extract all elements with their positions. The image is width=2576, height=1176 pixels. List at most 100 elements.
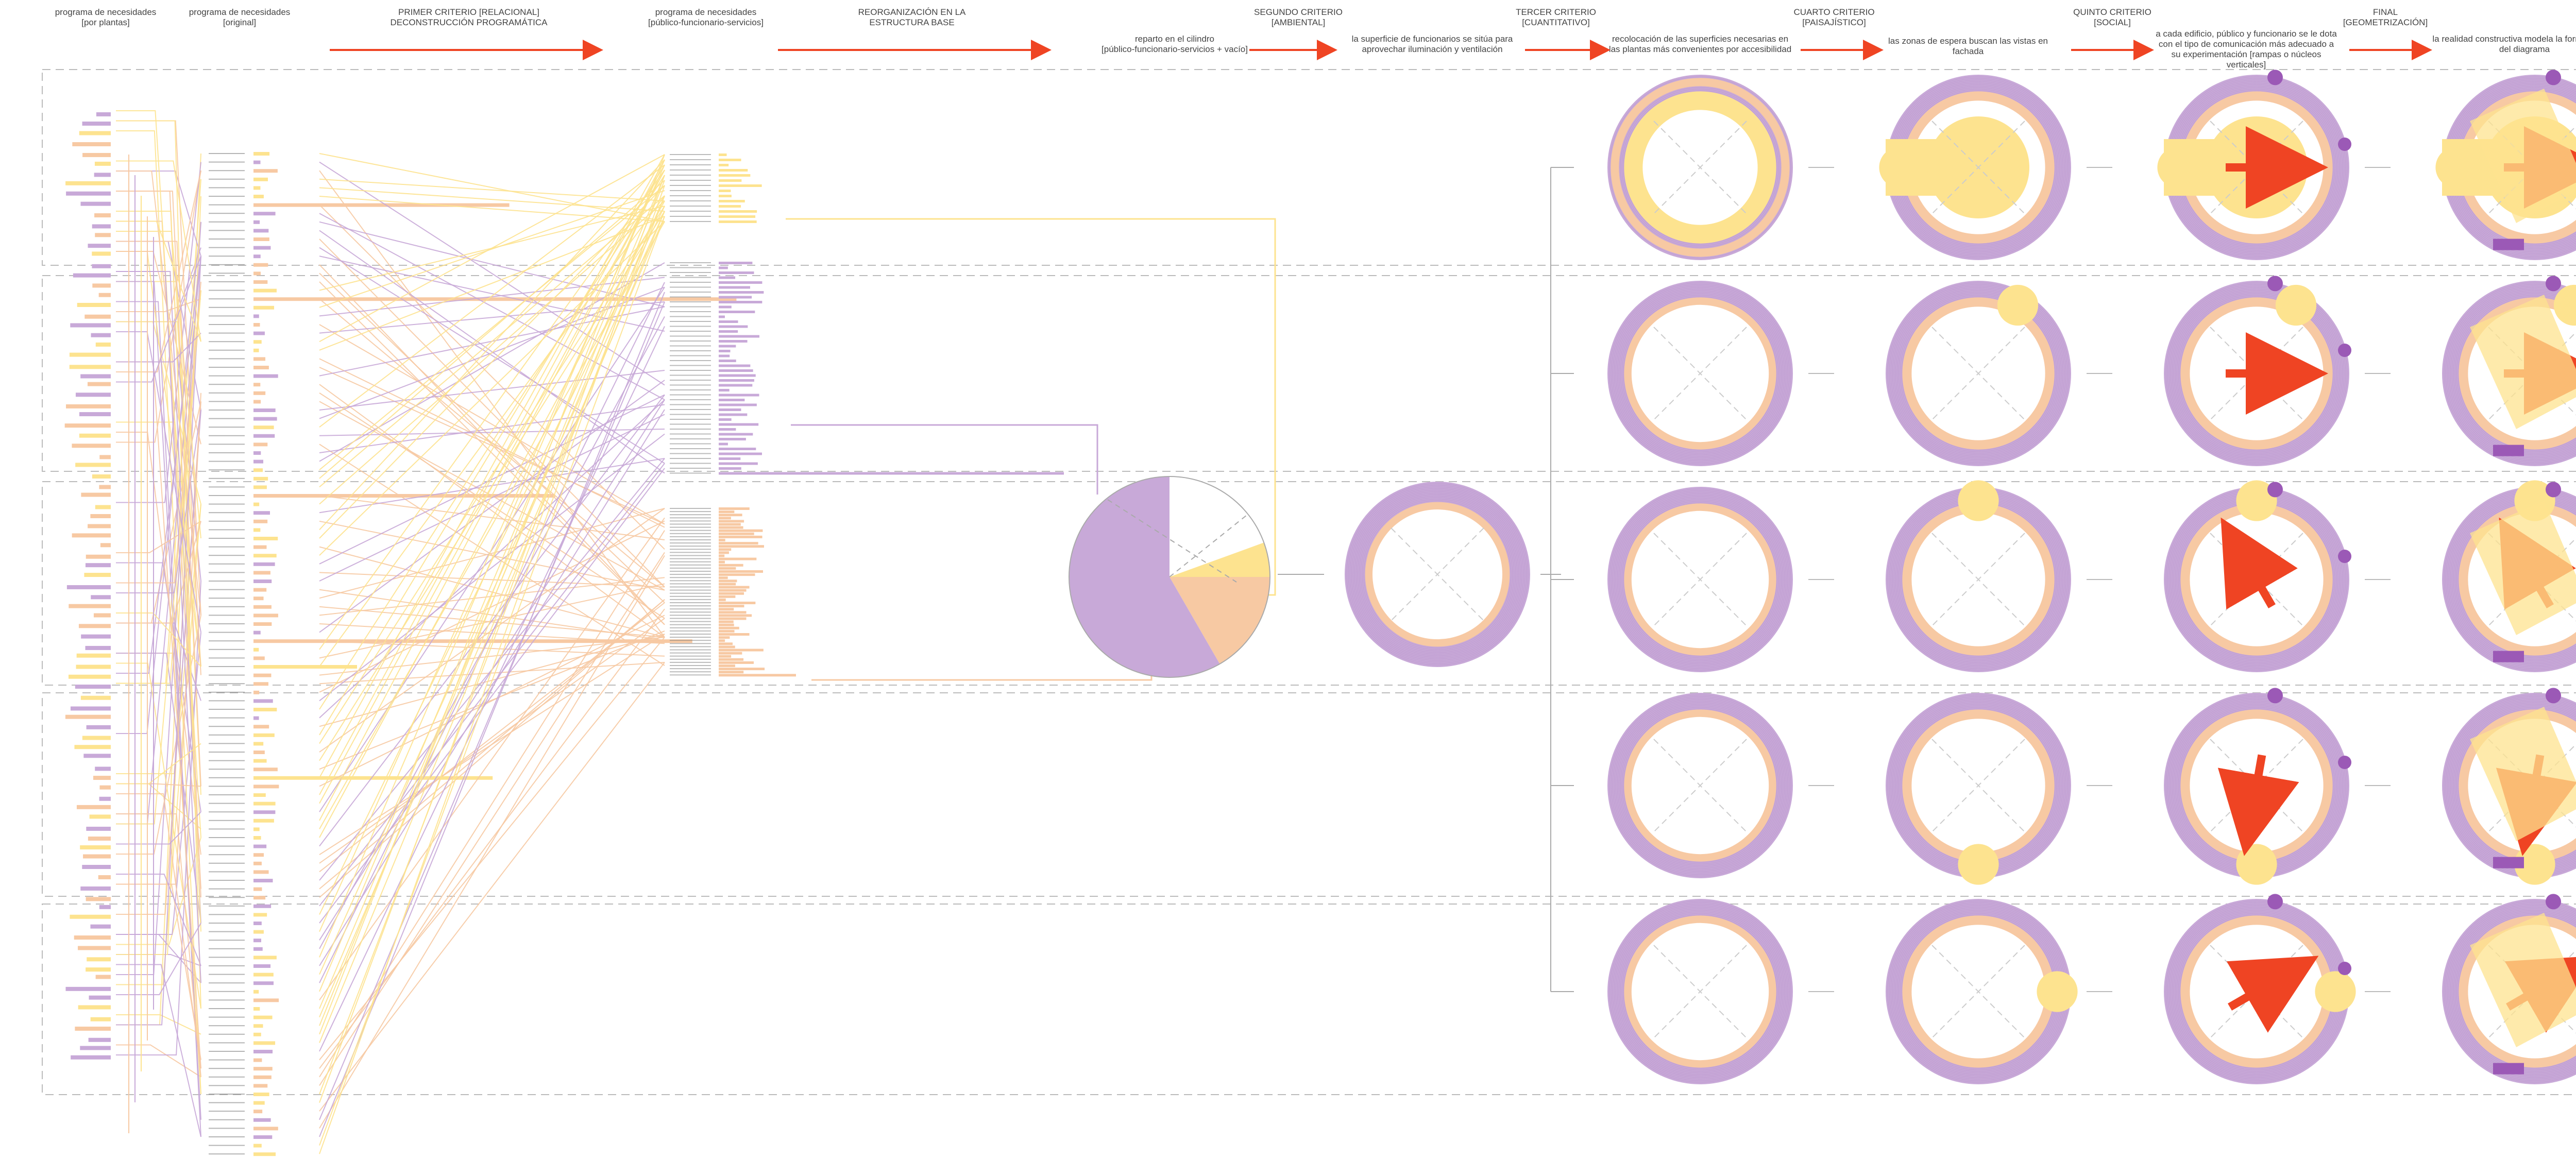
original-program-label: [209, 341, 245, 343]
plan-r2-c2-hatch: [1901, 296, 2056, 451]
header-line: las zonas de espera buscan las vistas en: [1888, 36, 2048, 46]
floor-program-bar: [95, 233, 111, 237]
grouped-program-bar: [719, 626, 739, 629]
original-program-bar: [253, 468, 263, 472]
original-program-label: [209, 1042, 245, 1044]
civil-ring-hatch: [1354, 491, 1521, 658]
original-program-bar: [253, 708, 277, 711]
reorganization-line: [319, 169, 665, 821]
original-program-label: [209, 940, 245, 941]
relation-line: [116, 743, 201, 785]
floor-program-bar: [72, 444, 111, 448]
original-program-bar: [253, 374, 278, 378]
plan-r4-c1-hatch: [1617, 702, 1784, 869]
grouped-program-bar: [719, 184, 762, 187]
grouped-program-label: [670, 429, 711, 430]
civil-ring-hatch: [1351, 488, 1524, 661]
original-program-label: [209, 1136, 245, 1137]
original-program-label: [209, 982, 245, 984]
floor-program-bar: [76, 664, 111, 669]
floor-program-bar: [96, 112, 111, 116]
grouped-program-label: [670, 564, 711, 566]
reorganization-line: [319, 169, 665, 804]
grouped-program-label: [670, 592, 711, 594]
grouped-program-bar: [719, 567, 736, 570]
grouped-program-bar: [719, 535, 762, 538]
original-program-bar: [253, 1118, 271, 1122]
grouped-program-bar: [719, 154, 727, 156]
floor-program-bar: [82, 121, 111, 126]
floor-band-frame: [42, 481, 2576, 686]
original-program-label: [209, 538, 245, 539]
original-program-bar: [253, 485, 267, 489]
original-program-bar: [253, 160, 261, 164]
plan-r2-c3-hatch: [2179, 296, 2334, 451]
grouped-program-bar: [719, 655, 732, 658]
reorganization-line: [319, 599, 665, 890]
floor-program-bar: [91, 333, 111, 337]
plan-r2-c1-hatch: [1609, 282, 1791, 465]
plan-r2-c2-view-zone: [1997, 284, 2039, 326]
original-program-label: [209, 743, 245, 744]
original-program-bar: [253, 537, 278, 540]
plan-r5-c2-dash: [1931, 945, 2025, 1038]
grouped-program-bar: [719, 605, 744, 608]
plan-r4-c3-view-zone: [2236, 844, 2277, 885]
plan-r2-c2-hatch: [1898, 293, 2059, 454]
original-program-label: [209, 306, 245, 308]
floor-program-bar: [80, 845, 111, 850]
pie-outline: [1069, 476, 1270, 678]
plan-r5-c1-hatch: [1609, 900, 1791, 1083]
grouped-program-bar: [719, 592, 744, 595]
grouped-program-label: [670, 433, 711, 435]
floor-program-bar: [86, 967, 111, 972]
original-program-label: [209, 315, 245, 317]
grouped-program-bar: [719, 554, 725, 557]
original-program-bar: [253, 733, 275, 737]
grouped-program-label: [670, 668, 711, 670]
floor-program-bar: [86, 725, 111, 729]
relation-line: [116, 298, 201, 312]
original-program-bar: [253, 887, 262, 891]
grouped-program-bar: [719, 296, 752, 299]
plan-r5-c4-hatch: [2447, 904, 2576, 1080]
plan-r5-c4-hatch: [2458, 914, 2576, 1069]
civil-ring-hatch: [1360, 497, 1515, 652]
plan-r4-c3-core-node: [2267, 688, 2283, 704]
plan-r5-c4-hatch: [2454, 911, 2576, 1072]
original-program-bar: [253, 716, 259, 720]
floor-program-bar: [99, 796, 111, 801]
floor-program-bar: [83, 854, 111, 859]
reorganization-line: [319, 206, 665, 744]
grouped-program-label: [670, 438, 711, 439]
plan-r2-c2-hatch: [1892, 287, 2065, 460]
grouped-program-label: [670, 555, 711, 556]
original-program-bar: [253, 1041, 276, 1045]
grouped-program-label: [670, 463, 711, 464]
civil-ring-hatch: [1359, 496, 1516, 653]
floor-program-bar: [80, 886, 111, 891]
grouped-program-bar: [719, 642, 733, 645]
original-program-label: [209, 888, 245, 890]
original-program-bar: [253, 673, 272, 677]
grouped-program-label: [670, 311, 711, 312]
original-program-bar: [253, 383, 261, 387]
grouped-program-label: [670, 340, 711, 342]
original-program-bar: [253, 1135, 273, 1139]
plan-r1-c3-core-node: [2338, 138, 2351, 151]
grouped-program-label: [670, 453, 711, 454]
floor-program-bar: [72, 533, 111, 538]
grouped-program-bar: [719, 614, 752, 617]
original-program-bar: [253, 459, 263, 464]
relation-line: [116, 256, 201, 674]
original-program-label: [209, 820, 245, 821]
plan-r5-c2-view-zone: [2037, 971, 2078, 1012]
floor-program-bar: [85, 645, 111, 650]
reorganization-line: [319, 615, 665, 787]
header-line: CUARTO CRITERIO: [1793, 7, 1875, 17]
grouped-program-label: [670, 637, 711, 638]
plan-r4-c1-hatch: [1620, 705, 1781, 866]
header-relocation: recolocación de las superficies necesari…: [1602, 34, 1798, 55]
original-program-label: [209, 375, 245, 377]
